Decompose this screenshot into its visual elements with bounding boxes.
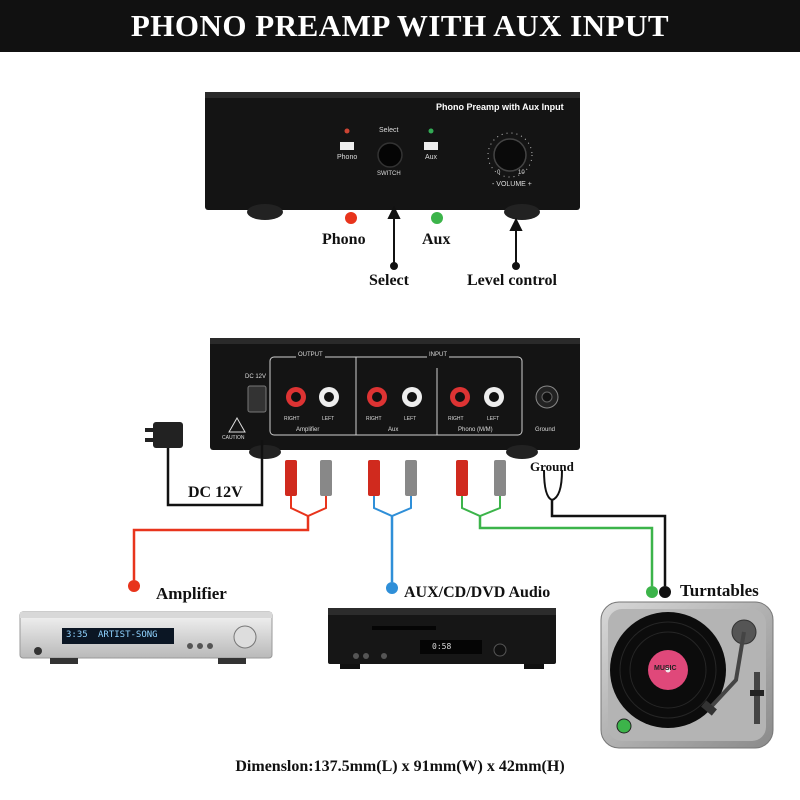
- dc-wire: [166, 440, 264, 507]
- aux-button: [424, 142, 438, 150]
- start-button: [616, 718, 632, 734]
- select-switch: [377, 142, 403, 168]
- aux-device-label: AUX/CD/DVD Audio: [404, 584, 551, 601]
- select-pointer: [387, 205, 401, 270]
- front-volume-text: - VOLUME +: [492, 181, 532, 188]
- aux-led-legend: [431, 212, 443, 224]
- rca-plugs: [285, 460, 506, 496]
- output-rca-right: [286, 387, 306, 407]
- preamp-front-panel: [205, 92, 580, 220]
- amplifier-volume-knob: [233, 625, 257, 649]
- front-phono-text: Phono: [337, 154, 358, 161]
- power-adapter: [145, 422, 183, 448]
- front-foot-right: [504, 204, 540, 220]
- level-control-label: Level control: [467, 272, 557, 289]
- phono-led-legend: [345, 212, 357, 224]
- phono-indicator-led: [344, 128, 350, 134]
- dc-label: DC 12V: [188, 484, 243, 501]
- front-dial-max: 10: [518, 170, 525, 176]
- back-dc-text: DC 12V: [245, 374, 267, 380]
- back-input-text: INPUT: [427, 352, 449, 358]
- tonearm: [708, 631, 746, 710]
- volume-knob: [493, 138, 527, 172]
- level-control-pointer: [509, 217, 523, 270]
- back-caution-text: CAUTION: [222, 435, 245, 441]
- back-phono-right-text: RIGHT: [448, 416, 464, 422]
- front-brand-text: Phono Preamp with Aux Input: [436, 102, 564, 112]
- aux-label: Aux: [422, 231, 451, 248]
- aux-rca-left: [402, 387, 422, 407]
- front-switch-text: SWITCH: [377, 171, 401, 177]
- output-rca-left: [319, 387, 339, 407]
- back-aux-right-text: RIGHT: [366, 416, 382, 422]
- aux-rca-right: [367, 387, 387, 407]
- aux-wire: [373, 496, 412, 518]
- ground-terminal: [535, 385, 559, 409]
- cd-player-device: [328, 608, 556, 669]
- amplifier-wire: [290, 496, 327, 518]
- phono-rca-right: [450, 387, 470, 407]
- dimension-text: Dimenslon:137.5mm(L) x 91mm(W) x 42mm(H): [235, 758, 565, 775]
- back-output-left-text: LEFT: [322, 416, 335, 422]
- back-phono-left-text: LEFT: [487, 416, 500, 422]
- turntable-device: [600, 601, 774, 749]
- back-ground-text: Ground: [535, 427, 556, 433]
- caution-triangle: [228, 416, 246, 433]
- aux-indicator-led: [428, 128, 434, 134]
- back-aux-text: Aux: [388, 427, 399, 433]
- back-phono-text: Phono (M/M): [458, 427, 493, 433]
- front-aux-text: Aux: [425, 154, 438, 161]
- cd-display-text: 0:58: [432, 642, 452, 651]
- cd-player-display: [420, 640, 482, 654]
- amplifier-display-text: ARTIST-SONG: [98, 630, 158, 640]
- back-output-text: OUTPUT: [296, 352, 325, 358]
- turntable-wire: [461, 496, 501, 518]
- phono-label: Phono: [322, 231, 366, 248]
- back-output-right-text: RIGHT: [284, 416, 300, 422]
- front-foot-left: [247, 204, 283, 220]
- back-amplifier-text: Amplifier: [296, 427, 320, 433]
- volume-dial-scale: [487, 132, 533, 178]
- amplifier-label: Amplifier: [156, 584, 227, 603]
- turntables-label: Turntables: [680, 581, 759, 600]
- dc-jack: [247, 385, 267, 413]
- ground-label: Ground: [530, 459, 574, 474]
- amplifier-device: [19, 611, 273, 664]
- phono-button: [340, 142, 354, 150]
- record-label-text: MUSIC: [654, 665, 677, 672]
- select-label: Select: [369, 272, 409, 289]
- page-title: PHONO PREAMP WITH AUX INPUT: [0, 0, 800, 52]
- front-dial-min: 0: [497, 170, 501, 176]
- pitch-slider: [754, 672, 760, 724]
- amplifier-display: [62, 628, 174, 644]
- back-aux-left-text: LEFT: [404, 416, 417, 422]
- back-foot-right: [506, 445, 538, 459]
- preamp-back-panel: [210, 338, 580, 459]
- back-foot-left: [249, 445, 281, 459]
- phono-rca-left: [484, 387, 504, 407]
- amplifier-track-time: 3:35: [66, 630, 88, 640]
- front-select-text: Select: [379, 127, 399, 134]
